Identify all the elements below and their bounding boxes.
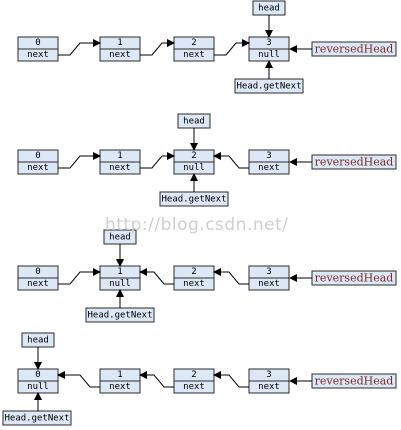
node-index: 1	[117, 267, 122, 277]
node-pointer: next	[183, 279, 205, 289]
node-index: 2	[191, 38, 196, 48]
node-index: 0	[35, 267, 40, 277]
link-arrow-left	[213, 268, 249, 285]
node-pointer: next	[27, 279, 49, 289]
head-label: head	[183, 117, 205, 127]
head-next-box	[2, 410, 72, 426]
link-arrow-left	[57, 371, 100, 388]
node-index: 0	[35, 38, 40, 48]
node-index: 3	[266, 151, 271, 161]
link-arrow-right	[58, 152, 101, 169]
link-arrow-left	[213, 371, 249, 388]
node-pointer: null	[258, 50, 280, 60]
reversed-head-label: reversedHead	[315, 43, 394, 56]
head-label: head	[27, 336, 49, 346]
reversed-head-label: reversedHead	[315, 375, 394, 388]
node-pointer: next	[27, 163, 49, 173]
node-index: 2	[191, 151, 196, 161]
node-index: 3	[266, 267, 271, 277]
node-pointer: next	[109, 163, 131, 173]
node-pointer: next	[27, 50, 49, 60]
node-index: 1	[117, 151, 122, 161]
node-pointer: next	[109, 382, 131, 392]
node-index: 0	[35, 370, 40, 380]
node-index: 2	[191, 370, 196, 380]
node-index: 3	[266, 38, 271, 48]
node-pointer: null	[109, 279, 131, 289]
head-next-label: Head.getNext	[4, 414, 69, 424]
link-arrow-right	[140, 39, 175, 56]
link-arrow-right	[214, 39, 250, 56]
node-index: 2	[191, 267, 196, 277]
link-arrow-right	[140, 152, 175, 169]
reversed-head-label: reversedHead	[315, 272, 394, 285]
reversed-head-label: reversedHead	[315, 156, 394, 169]
node-pointer: null	[27, 382, 49, 392]
node-index: 3	[266, 370, 271, 380]
head-next-label: Head.getNext	[161, 195, 226, 205]
link-arrow-left	[139, 268, 174, 285]
node-pointer: next	[258, 382, 280, 392]
watermark-text: http://blog.csdn.net/	[105, 215, 289, 235]
link-arrow-left	[139, 371, 174, 388]
node-pointer: next	[183, 50, 205, 60]
link-arrow-right	[58, 268, 101, 285]
link-arrow-left	[213, 152, 249, 169]
link-arrow-right	[58, 39, 101, 56]
node-pointer: next	[109, 50, 131, 60]
node-index: 1	[117, 38, 122, 48]
head-next-label: Head.getNext	[236, 82, 301, 92]
head-next-label: Head.getNext	[87, 311, 152, 321]
node-pointer: null	[183, 163, 205, 173]
node-pointer: next	[258, 279, 280, 289]
node-pointer: next	[258, 163, 280, 173]
node-index: 0	[35, 151, 40, 161]
node-pointer: next	[183, 382, 205, 392]
node-index: 1	[117, 370, 122, 380]
head-label: head	[109, 233, 131, 243]
head-label: head	[258, 4, 280, 14]
